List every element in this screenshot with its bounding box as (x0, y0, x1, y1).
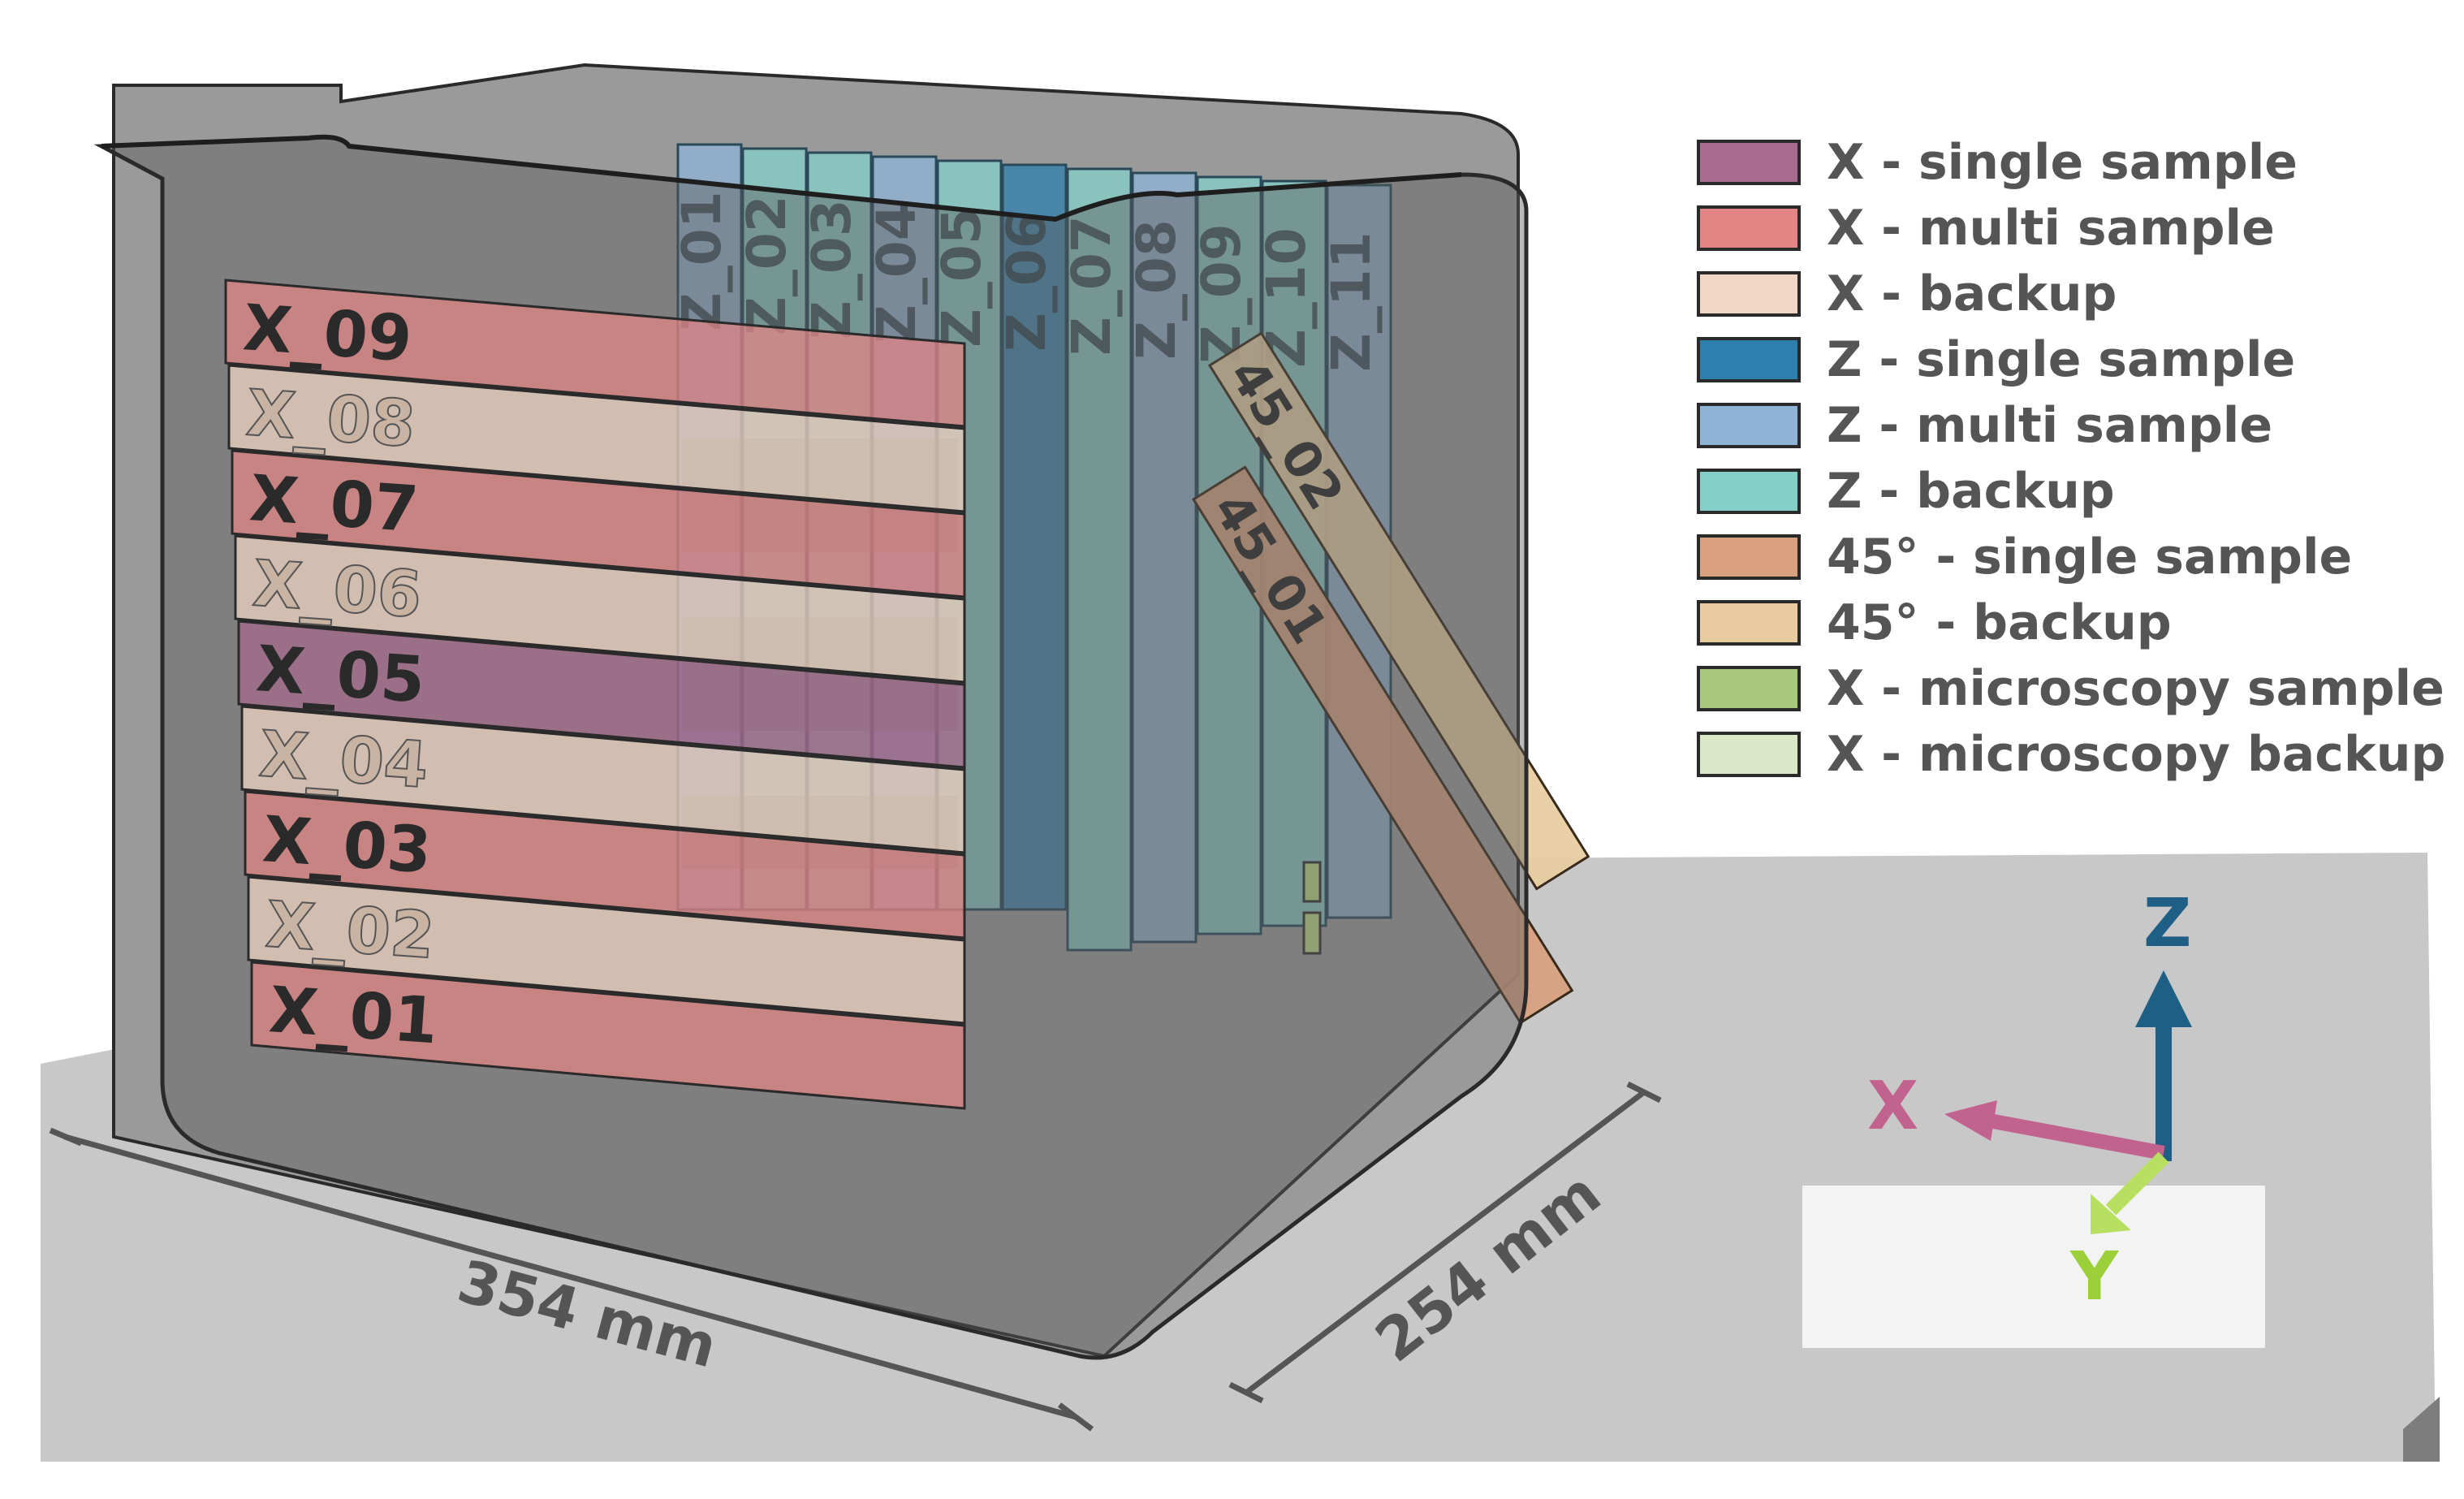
build-plate-edge (2403, 1397, 2440, 1462)
diag-specimen-bar (1207, 331, 1590, 891)
legend-swatch (1697, 403, 1801, 448)
z-specimen-label: Z_05 (930, 207, 993, 348)
legend-label: 45° - backup (1827, 594, 2172, 651)
x-specimen-label: X_09 (241, 292, 414, 376)
container-rim (101, 134, 1462, 222)
legend-label: Z - single sample (1827, 331, 2296, 388)
legend-swatch (1697, 337, 1801, 382)
legend-swatch (1697, 469, 1801, 514)
z-specimen-label: Z_02 (736, 195, 798, 335)
z-specimen-label: Z_04 (865, 203, 928, 343)
x-axis-arrowhead (1944, 1100, 1997, 1141)
legend-item: Z - backup (1697, 459, 2427, 525)
legend-label: X - single sample (1827, 134, 2298, 191)
dimension-length (49, 1127, 1094, 1432)
z-specimen-label: Z_06 (995, 211, 1058, 352)
x-specimen-label: X_07 (248, 462, 421, 546)
x-axis-label: X (1867, 1068, 1918, 1145)
legend-item: X - single sample (1697, 130, 2427, 196)
z-specimen-bar (1001, 163, 1068, 911)
legend-swatch (1697, 666, 1801, 711)
legend-item: 45° - single sample (1697, 525, 2427, 590)
x-specimen-bar (244, 790, 966, 940)
legend-swatch (1697, 600, 1801, 646)
z-specimen-label: Z_09 (1190, 223, 1253, 364)
x-specimen-label: X_06 (251, 547, 424, 632)
legend-swatch (1697, 205, 1801, 251)
y-axis-label: Y (2069, 1238, 2120, 1315)
legend: X - single sample X - multi sample X - bac… (1697, 130, 2445, 788)
x-specimen-bar (234, 534, 966, 684)
y-axis-arrowhead (2091, 1194, 2131, 1234)
microscopy-sample-1 (1302, 861, 1322, 903)
dimension-width (1228, 1081, 1662, 1404)
z-axis-arrowhead (2135, 970, 2192, 1027)
legend-swatch (1697, 140, 1801, 185)
legend-label: Z - multi sample (1827, 397, 2273, 454)
x-specimen-bar (240, 705, 966, 854)
z-specimen-bar (1131, 171, 1197, 944)
x-specimen-label: X_02 (264, 888, 437, 973)
x-specimen-bar (227, 364, 966, 513)
legend-item: X - microscopy backup (1697, 722, 2445, 788)
z-specimen-label: Z_11 (1320, 231, 1383, 372)
legend-item: Z - single sample (1697, 327, 2427, 393)
x-specimen-label: X_05 (254, 633, 427, 717)
legend-label: Z - backup (1827, 463, 2115, 520)
x-specimens: X_09X_08X_07X_06X_05X_04X_03X_02X_01 (224, 279, 966, 1110)
legend-label: X - multi sample (1827, 200, 2275, 257)
legend-item: Z - multi sample (1697, 393, 2427, 459)
legend-item: 45° - backup (1697, 590, 2427, 656)
x-specimen-bar (250, 961, 966, 1110)
legend-label: X - microscopy backup (1827, 726, 2446, 783)
z-specimen-label: Z_01 (671, 191, 733, 331)
x-specimen-bar (247, 875, 966, 1025)
legend-swatch (1697, 271, 1801, 317)
z-specimen-label: Z_03 (800, 199, 863, 339)
x-specimen-label: X_01 (267, 974, 440, 1058)
y-axis-arrow (2105, 1151, 2169, 1216)
x-specimen-bar (224, 279, 966, 428)
z-specimen-label: Z_08 (1125, 219, 1188, 360)
axis-triad: Z X Y (1802, 885, 2265, 1348)
legend-label: 45° - single sample (1827, 529, 2353, 585)
x-specimen-label: X_03 (261, 803, 434, 888)
diag-specimen-bar (1191, 465, 1574, 1025)
x-specimen-label: X_04 (257, 718, 430, 802)
legend-label: X - backup (1827, 266, 2117, 322)
z-specimen-label: Z_07 (1060, 215, 1123, 356)
x-specimen-bar (237, 620, 966, 769)
z-specimen-bar (1066, 167, 1133, 952)
x-specimen-bar (231, 449, 966, 598)
legend-item: X - multi sample (1697, 196, 2427, 261)
microscopy-sample-2 (1302, 911, 1322, 955)
legend-swatch (1697, 534, 1801, 580)
z-axis-label: Z (2143, 885, 2191, 962)
x-specimen-label: X_08 (244, 377, 417, 461)
legend-swatch (1697, 732, 1801, 777)
legend-item: X - backup (1697, 261, 2427, 327)
legend-item: X - microscopy sample (1697, 656, 2445, 722)
x-axis-arrow (1987, 1113, 2165, 1160)
legend-label: X - microscopy sample (1827, 660, 2445, 717)
